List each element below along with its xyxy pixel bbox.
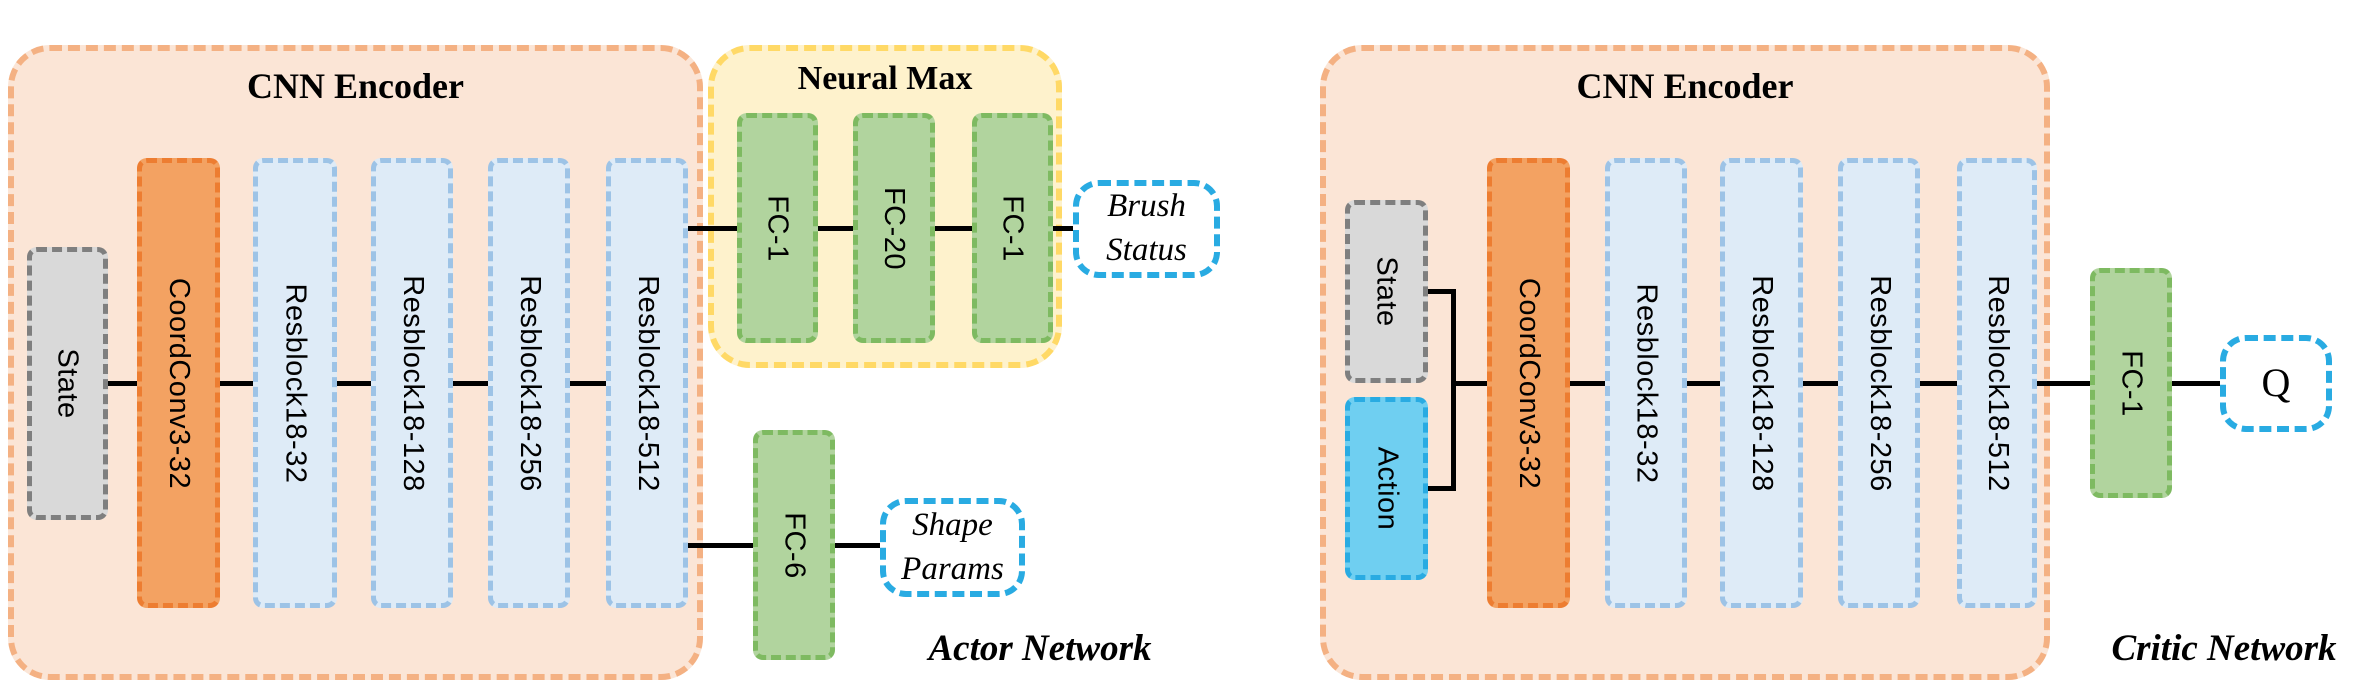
connector-line	[935, 226, 972, 231]
actor-layer-resblock-256: Resblock18-256	[488, 158, 570, 608]
connector-line	[1428, 486, 1456, 491]
q-value-output: Q	[2220, 335, 2332, 432]
actor-network-caption: Actor Network	[928, 628, 1152, 669]
connector-line	[1451, 381, 1487, 386]
critic-network-caption: Critic Network	[2111, 628, 2337, 669]
connector-line	[1687, 381, 1720, 386]
connector-line	[688, 226, 737, 231]
critic-cnn-encoder-title: CNN Encoder	[1576, 66, 1794, 106]
actor-layer-resblock-128: Resblock18-128	[371, 158, 453, 608]
connector-line	[818, 226, 853, 231]
neural-max-fc20: FC-20	[853, 113, 935, 343]
shape-params-line1: Shape	[912, 506, 993, 543]
actor-state-label: State	[52, 348, 84, 419]
critic-state-label: State	[1371, 256, 1403, 327]
critic-fc1-box: FC-1	[2090, 268, 2172, 498]
critic-layer-label: Resblock18-32	[1630, 283, 1663, 483]
actor-layer-resblock-32: Resblock18-32	[253, 158, 337, 608]
actor-fc6-label: FC-6	[778, 511, 811, 579]
actor-layer-resblock-512: Resblock18-512	[606, 158, 688, 608]
critic-layer-coordconv: CoordConv3-32	[1487, 158, 1570, 608]
connector-line	[1803, 381, 1838, 386]
neural-max-layer-label: FC-1	[996, 194, 1029, 262]
critic-layer-label: Resblock18-256	[1863, 274, 1896, 492]
connector-line	[220, 381, 253, 386]
neural-max-fc1-a: FC-1	[737, 113, 818, 343]
actor-layer-label: Resblock18-256	[513, 274, 546, 492]
connector-line	[337, 381, 371, 386]
actor-cnn-encoder-panel	[8, 45, 703, 680]
brush-status-output: Brush Status	[1073, 180, 1220, 278]
actor-cnn-encoder-title: CNN Encoder	[247, 66, 464, 106]
critic-action-label: Action	[1371, 446, 1404, 531]
critic-action-box: Action	[1345, 397, 1428, 580]
connector-line	[688, 543, 753, 548]
shape-params-line2: Params	[901, 550, 1004, 587]
critic-layer-label: CoordConv3-32	[1513, 277, 1546, 489]
critic-layer-resblock-32: Resblock18-32	[1605, 158, 1687, 608]
critic-fc1-label: FC-1	[2115, 349, 2148, 417]
connector-line	[453, 381, 488, 386]
brush-status-line2: Status	[1106, 232, 1187, 268]
critic-layer-resblock-128: Resblock18-128	[1720, 158, 1803, 608]
actor-layer-label: Resblock18-128	[396, 274, 429, 492]
shape-params-output: Shape Params	[880, 498, 1025, 597]
q-value-label: Q	[2261, 360, 2291, 406]
connector-line	[2037, 381, 2090, 386]
neural-max-fc1-b: FC-1	[972, 113, 1053, 343]
actor-layer-label: Resblock18-32	[279, 283, 312, 483]
neural-max-layer-label: FC-1	[761, 194, 794, 262]
actor-layer-label: CoordConv3-32	[163, 277, 196, 489]
neural-max-title: Neural Max	[797, 60, 973, 97]
connector-line	[1570, 381, 1605, 386]
connector-line	[835, 543, 880, 548]
actor-state-box: State	[27, 247, 108, 520]
critic-layer-label: Resblock18-128	[1746, 274, 1779, 492]
connector-line	[1428, 289, 1456, 294]
connector-line	[1053, 226, 1073, 231]
neural-max-layer-label: FC-20	[878, 186, 911, 270]
critic-layer-label: Resblock18-512	[1981, 274, 2014, 492]
critic-layer-resblock-256: Resblock18-256	[1838, 158, 1920, 608]
actor-layer-coordconv: CoordConv3-32	[137, 158, 220, 608]
critic-layer-resblock-512: Resblock18-512	[1957, 158, 2037, 608]
critic-state-box: State	[1345, 200, 1428, 383]
brush-status-line1: Brush	[1107, 188, 1186, 225]
connector-line	[1920, 381, 1957, 386]
actor-layer-label: Resblock18-512	[631, 274, 664, 492]
actor-fc6-box: FC-6	[753, 430, 835, 660]
connector-line	[1451, 289, 1456, 491]
connector-line	[570, 381, 606, 386]
connector-line	[108, 381, 137, 386]
connector-line	[2172, 381, 2220, 386]
